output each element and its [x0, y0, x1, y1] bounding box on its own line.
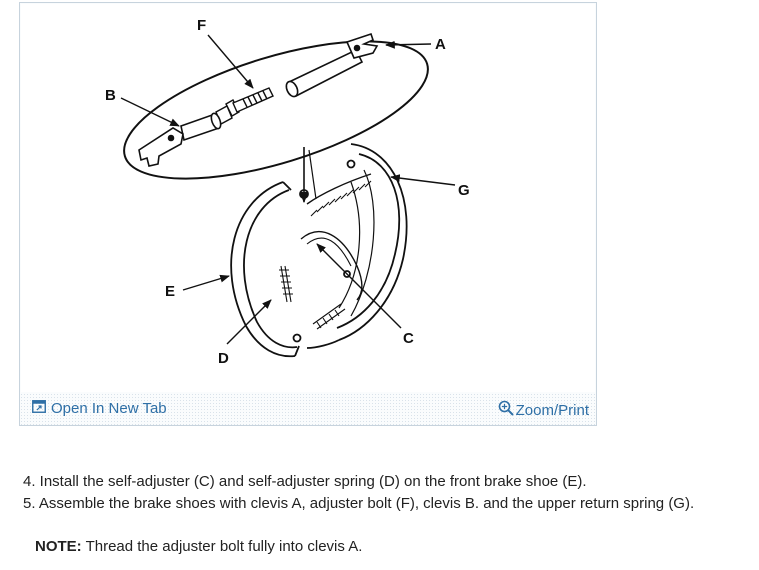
- step-4: 4. Install the self-adjuster (C) and sel…: [23, 473, 587, 490]
- magnifier-icon: [498, 400, 514, 420]
- figure-frame: A F B G E C D Open In New Tab: [19, 2, 597, 426]
- callout-b: B: [105, 87, 116, 104]
- adjuster-bolt-f: [215, 87, 274, 125]
- step-5: 5. Assemble the brake shoes with clevis …: [23, 495, 695, 512]
- callout-g: G: [458, 182, 470, 199]
- figure-image-area: A F B G E C D: [21, 4, 595, 392]
- clevis-a: [285, 32, 379, 98]
- callout-a: A: [435, 36, 446, 53]
- open-tab-icon: [32, 400, 46, 417]
- open-in-new-tab-link[interactable]: Open In New Tab: [32, 400, 167, 417]
- instruction-steps: 4. Install the self-adjuster (C) and sel…: [23, 471, 694, 515]
- zoom-print-label: Zoom/Print: [515, 401, 589, 419]
- callout-d: D: [218, 350, 229, 367]
- assembly-arrow: [299, 147, 317, 204]
- figure-toolbar: Open In New Tab Zoom/Print: [21, 397, 595, 423]
- callout-c: C: [403, 330, 414, 347]
- callout-e: E: [165, 283, 175, 300]
- note-text: Thread the adjuster bolt fully into clev…: [81, 538, 363, 555]
- brake-assembly-diagram: A F B G E C D: [105, 17, 470, 367]
- detail-ellipse: [123, 40, 429, 180]
- note-label: NOTE:: [35, 538, 82, 555]
- brake-shoe-assembly: [230, 143, 408, 358]
- clevis-b: [138, 112, 222, 167]
- zoom-print-link[interactable]: Zoom/Print: [498, 400, 589, 420]
- callout-leaders: [120, 34, 456, 345]
- open-in-new-tab-label: Open In New Tab: [51, 400, 167, 417]
- callout-f: F: [197, 17, 206, 34]
- note-paragraph: NOTE: Thread the adjuster bolt fully int…: [35, 538, 362, 555]
